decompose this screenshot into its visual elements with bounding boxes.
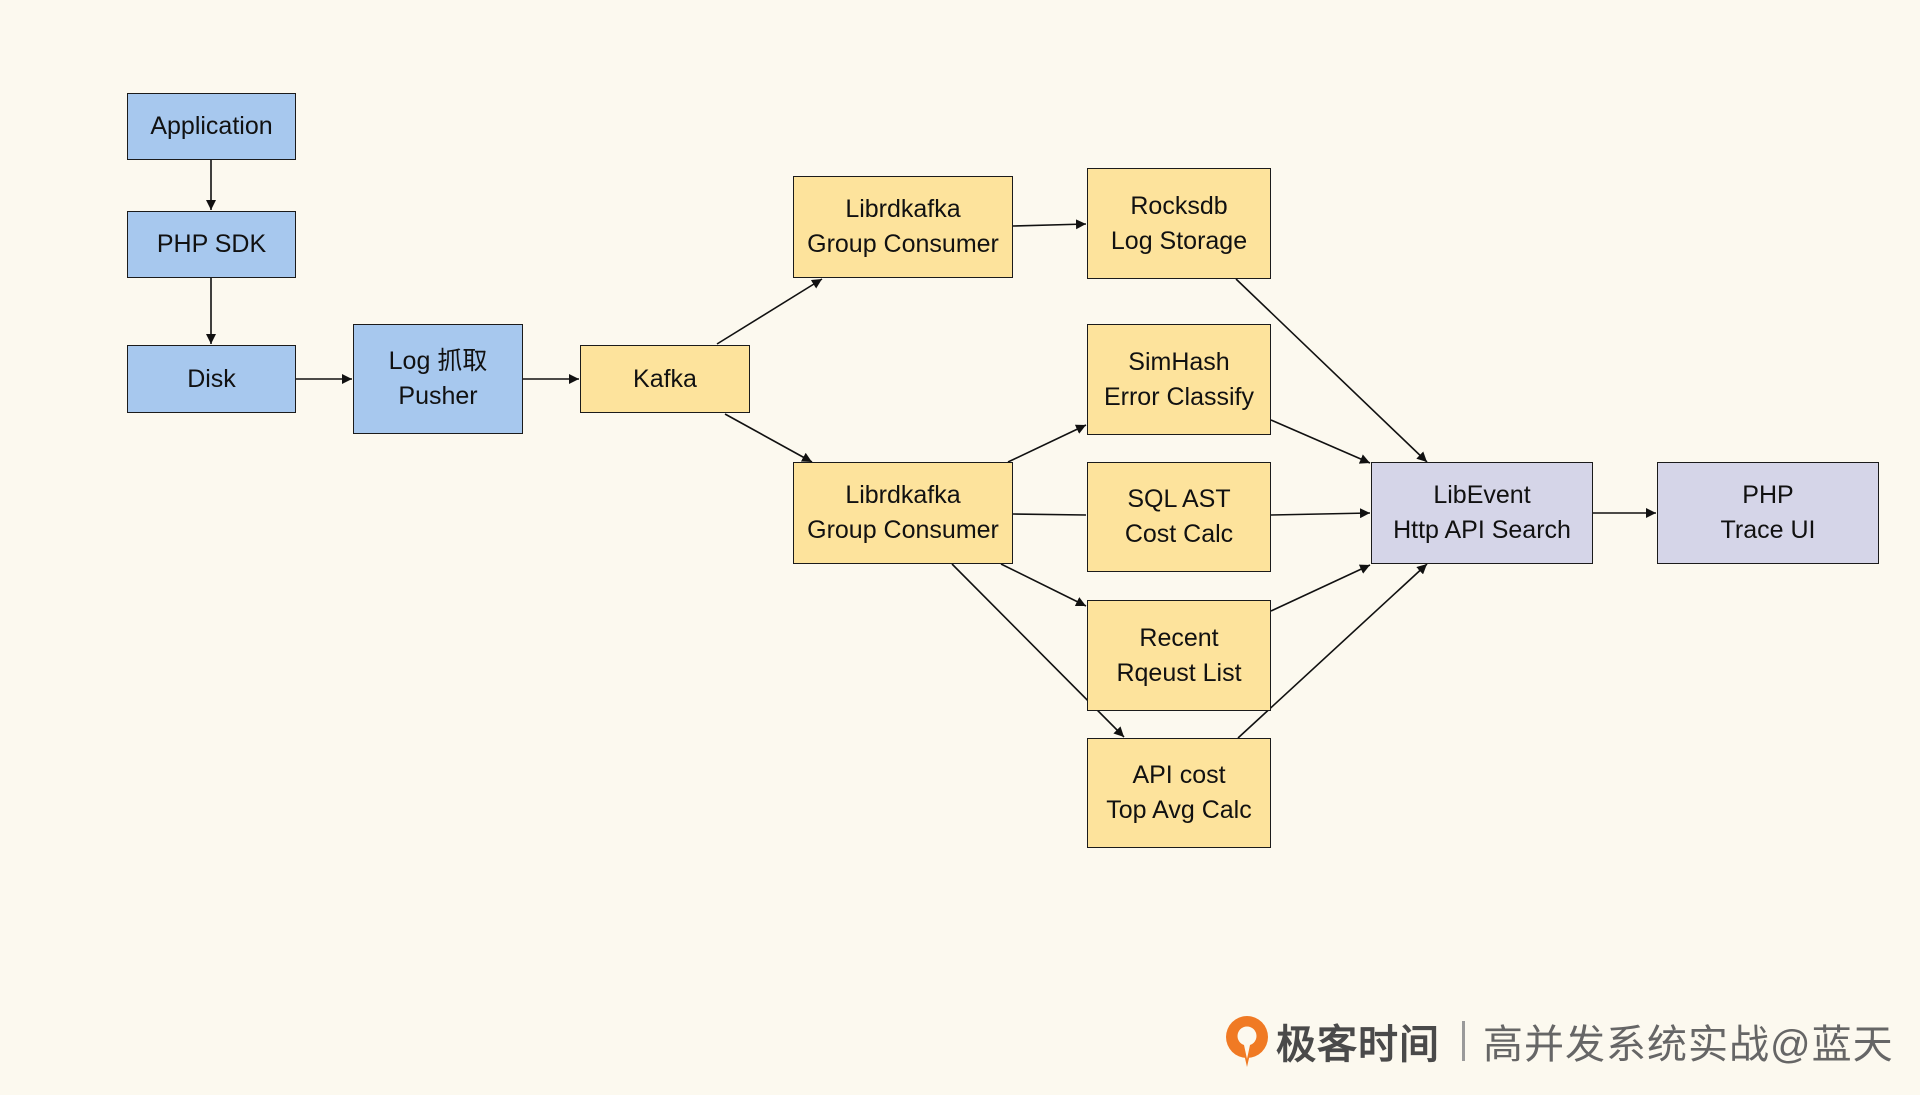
node-label-line: Librdkafka	[845, 481, 961, 509]
node-label-line: Pusher	[398, 382, 478, 410]
brand-name: 极客时间	[1276, 1023, 1440, 1067]
node-label-line: Log 抓取	[388, 347, 488, 375]
node-label-line: Disk	[187, 364, 236, 393]
footer-divider	[1462, 1021, 1465, 1061]
node-log-pusher: Log 抓取 Pusher	[353, 324, 523, 434]
edge-consumer-bottom-simhash	[1007, 424, 1087, 463]
edge-sql-ast-libevent	[1270, 508, 1371, 519]
node-label-line: API cost	[1132, 761, 1226, 789]
node-label-line: Top Avg Calc	[1106, 796, 1252, 824]
node-label-line: PHP	[1742, 481, 1794, 509]
node-php-sdk: PHP SDK	[127, 211, 296, 278]
node-label-line: LibEvent	[1433, 481, 1531, 509]
node-label-line: Http API Search	[1393, 516, 1571, 544]
node-label-line: PHP SDK	[156, 230, 267, 258]
node-label-line: Application	[150, 112, 273, 140]
edge-simhash-libevent	[1270, 419, 1371, 464]
node-label-line: SimHash	[1128, 347, 1230, 376]
node-label-line: Kafka	[633, 364, 697, 393]
node-label-line: Cost Calc	[1124, 520, 1234, 548]
node-label-line: Log Storage	[1110, 226, 1248, 255]
edge-rocksdb-libevent	[1235, 278, 1428, 463]
node-label-line: SQL AST	[1127, 485, 1231, 513]
edge-kafka-consumer-top	[716, 278, 823, 345]
footer-brand: 极客时间 高并发系统实战@蓝天	[1222, 1008, 1894, 1074]
course-title: 高并发系统实战@蓝天	[1483, 1023, 1894, 1067]
edge-kafka-consumer-bottom	[724, 413, 813, 463]
geektime-logo-icon	[1226, 1016, 1268, 1067]
node-disk: Disk	[127, 345, 296, 413]
edge-consumer-bottom-recent	[1000, 563, 1087, 607]
node-kafka: Kafka	[580, 345, 750, 413]
node-label-line: Rqeust List	[1116, 658, 1242, 687]
node-php-trace: PHP Trace UI	[1657, 462, 1879, 564]
node-label-line: Error Classify	[1103, 382, 1254, 411]
node-label-line: Librdkafka	[845, 195, 961, 223]
node-label-line: Rocksdb	[1130, 191, 1228, 220]
node-label-line: Trace UI	[1720, 516, 1816, 544]
edge-recent-libevent	[1270, 564, 1371, 612]
node-sql-ast: SQL AST Cost Calc	[1087, 462, 1271, 572]
node-label-line: Recent	[1139, 623, 1219, 652]
edge-consumer-bottom-sql-ast	[1012, 513, 1087, 516]
node-label-line: Group Consumer	[807, 516, 999, 544]
edge-consumer-top-rocksdb	[1012, 219, 1087, 230]
node-label-line: Group Consumer	[807, 230, 999, 258]
node-application: Application	[127, 93, 296, 160]
